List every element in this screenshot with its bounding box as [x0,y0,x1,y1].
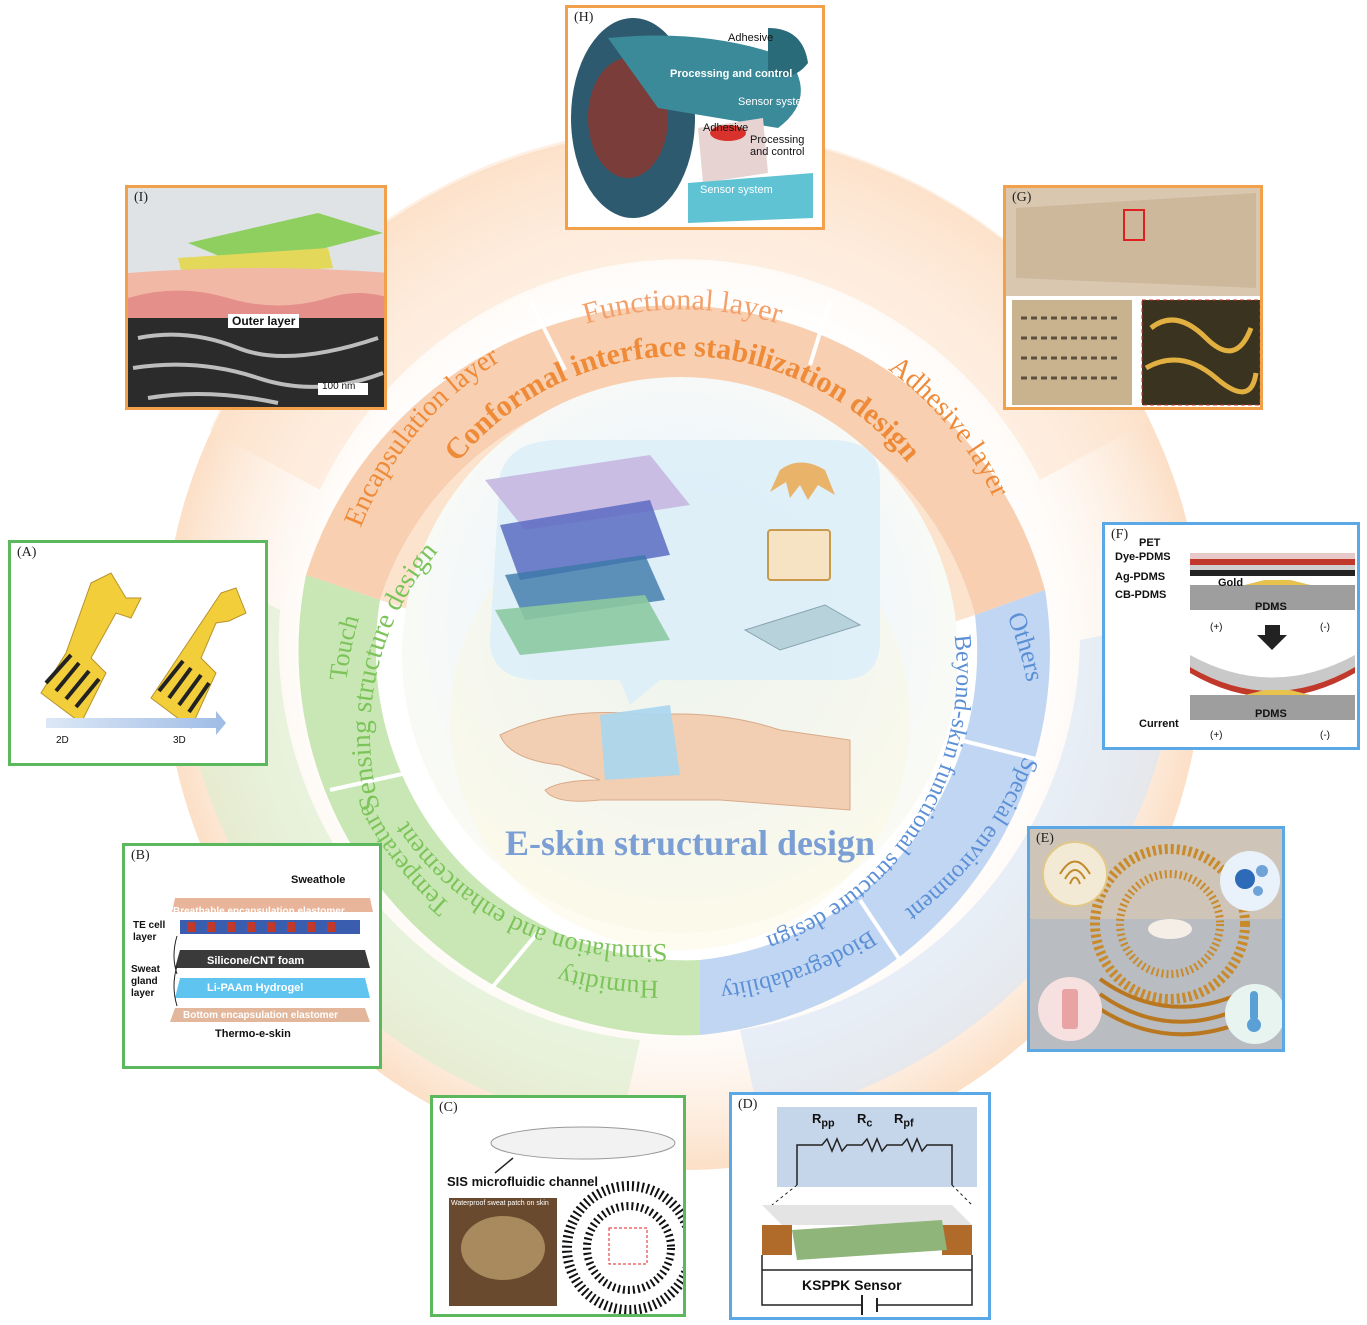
d-sensor-label: KSPPK Sensor [802,1277,902,1293]
divider-2 [808,299,832,366]
panel-i-label: (I) [134,190,148,205]
panel-d: (D) Rpp Rc Rpf KSPPK Sensor [729,1092,991,1320]
ring-blue-outer [700,590,1050,1035]
b-gland-layer: layer [131,988,155,999]
skin-patch [600,705,680,780]
panel-d-label: (D) [738,1097,758,1112]
a-2d: 2D [56,735,69,746]
h-adhesive: Adhesive [728,32,774,44]
panel-f: (F) PET Dye-PDMS Ag-PDMS CB-PDMS Gold PD… [1102,522,1360,750]
d-rc: Rc [857,1111,872,1130]
i-outer-layer: Outer layer [228,314,300,328]
multisensor-image [1030,829,1282,1049]
center-title: E-skin structural design [505,823,875,863]
panel-h-label: (H) [574,10,594,25]
b-thermo-device: Thermoelectric device [197,934,303,945]
f-plus-1: (+) [1210,622,1223,633]
d-rpp: Rpp [812,1111,835,1130]
panel-c: (C) SIS microfluidic channel Waterproof … [430,1095,686,1317]
sheet-bottom [495,595,670,655]
divider-6 [858,898,902,962]
d-rpf: Rpf [894,1111,914,1130]
panel-a-label: (A) [17,545,37,560]
skin-electronics-image [1006,188,1260,406]
glow-blue [740,620,1180,1120]
f-current: Current [1139,718,1179,730]
d-rpp-sub: pp [821,1117,835,1130]
b-te-cell: TE cell [133,920,166,931]
ring-green-outer [298,575,700,1036]
panel-g-label: (G) [1012,190,1032,205]
f-gold: Gold [1218,577,1244,589]
2d-3d-electrodes-image [40,572,247,735]
i-scale: 100 nm [322,381,356,392]
octopus-photo [571,18,813,223]
f-ag: Ag-PDMS [1115,571,1166,583]
pdms-layers-image [1190,553,1355,720]
panel-e: (E) [1027,826,1285,1052]
b-sweat: Sweat [131,964,160,975]
panel-g: (G) [1003,185,1263,410]
f-pdms-1: PDMS [1255,601,1287,613]
b-hydrogel: Li-PAAm Hydrogel [207,982,304,994]
h-sensor2: Sensor system [700,184,773,196]
divider-5 [959,738,1041,762]
panel-b-label: (B) [131,848,150,863]
b-sweathole: Sweathole [291,874,346,886]
b-thermo-eskin: Thermo-e-skin [215,1028,291,1040]
serpentine-chip-icon [767,529,831,581]
b-bottom: Bottom encapsulation elastomer [183,1010,339,1021]
b-silicone: Silicone/CNT foam [207,955,305,967]
b-te-layer: layer [133,932,157,943]
divider-3 [329,768,421,792]
f-minus-2: (-) [1320,730,1330,741]
panel-b: (B) Sweathole Breathable encapsulation e… [122,843,382,1069]
h-sensor: Sensor system [738,96,811,108]
b-breathable: Breathable encapsulation elastomer [173,906,345,917]
h-adhesive2: Adhesive [703,122,749,134]
divider-1 [528,299,567,371]
thermo-eskin-layers [170,898,373,1022]
d-rpp-r: R [812,1111,822,1126]
d-rc-sub: c [866,1117,873,1130]
b-gland: gland [131,976,158,987]
f-cb: CB-PDMS [1115,589,1167,601]
h-processing2b: and control [750,146,805,158]
ring-orange-outer [306,305,1045,615]
panel-a: (A) 2D 3D [8,540,268,766]
glow-orange [210,127,1150,490]
h-processing2a: Processing [750,134,805,146]
f-pet: PET [1139,537,1161,549]
patch-device-icon [743,604,862,651]
panel-h: (H) Adhesive Processing and control Sens… [565,5,825,230]
panel-c-label: (C) [439,1100,458,1115]
d-rpf-sub: pf [903,1117,914,1130]
d-rpf-r: R [894,1111,904,1126]
panel-e-label: (E) [1036,831,1054,846]
f-plus-2: (+) [1210,730,1223,741]
a-3d: 3D [173,735,186,746]
f-minus-1: (-) [1320,622,1330,633]
f-dye: Dye-PDMS [1115,551,1171,563]
f-pdms-2: PDMS [1255,708,1287,720]
h-processing: Processing and control [670,68,793,80]
c-sis: SIS microfluidic channel [447,1174,598,1189]
skin-layers-image [128,188,384,407]
microfluidic-image [449,1126,683,1314]
circuit-image [761,1107,977,1315]
d-rc-r: R [857,1111,867,1126]
panel-i: (I) Outer layer 100 nm [125,185,387,410]
c-photo-caption: Waterproof sweat patch on skin [451,1200,549,1207]
divider-4 [488,928,542,992]
octopus-icon [770,462,835,500]
panel-f-label: (F) [1111,527,1129,542]
